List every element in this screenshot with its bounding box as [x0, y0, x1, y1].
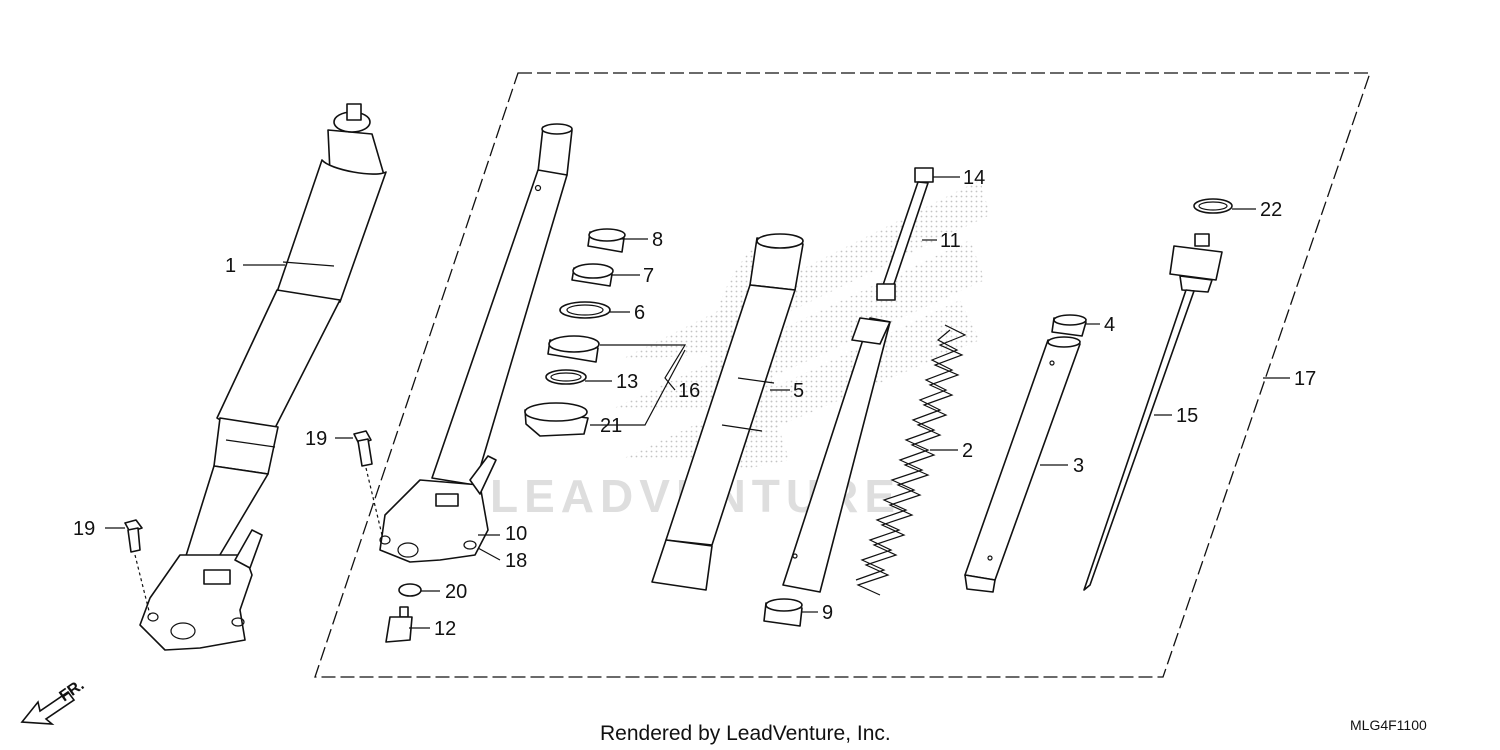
- part-bushing-9: [763, 598, 803, 627]
- callout-10: 10: [505, 523, 527, 545]
- callout-21: 21: [600, 415, 622, 437]
- part-washer-20: [398, 583, 422, 597]
- callout-8: 8: [652, 229, 663, 251]
- callout-7: 7: [643, 265, 654, 287]
- part-outer-tube: [379, 123, 573, 563]
- callout-17: 17: [1294, 368, 1316, 390]
- callout-22: 22: [1260, 199, 1282, 221]
- part-nut-14: [914, 167, 934, 183]
- part-drain-bolt-12: [385, 606, 413, 643]
- callout-19-right: 19: [305, 428, 327, 450]
- wing-emblem-watermark: [610, 180, 990, 470]
- diagram-code: MLG4F1100: [1350, 717, 1427, 733]
- callout-12: 12: [434, 618, 456, 640]
- part-bolt-19-right: [353, 430, 373, 467]
- callout-13: 13: [616, 371, 638, 393]
- callout-6: 6: [634, 302, 645, 324]
- callout-16: 16: [678, 380, 700, 402]
- callout-5: 5: [793, 380, 804, 402]
- callout-1: 1: [225, 255, 236, 277]
- part-bushing-7: [571, 263, 614, 287]
- part-collar-4: [1051, 314, 1087, 337]
- part-washer-6: [559, 301, 611, 319]
- part-bushing-8: [587, 228, 626, 253]
- part-spring-2: [855, 324, 967, 596]
- callout-2: 2: [962, 440, 973, 462]
- callout-9: 9: [822, 602, 833, 624]
- part-spacer-3: [964, 336, 1081, 593]
- callout-18: 18: [505, 550, 527, 572]
- part-oil-seal-16: [547, 335, 600, 363]
- part-dust-seal-21: [524, 402, 589, 437]
- part-cartridge: [782, 317, 891, 593]
- callout-4: 4: [1104, 314, 1115, 336]
- part-bolt-19-left: [124, 519, 143, 553]
- callout-3: 3: [1073, 455, 1084, 477]
- front-direction-arrow-icon: [20, 690, 76, 725]
- credit-text: Rendered by LeadVenture, Inc.: [600, 722, 891, 745]
- part-slider-5: [651, 233, 804, 591]
- callout-15: 15: [1176, 405, 1198, 427]
- callout-leaders: [105, 176, 1290, 629]
- part-fork-bolt-15: [1083, 233, 1223, 591]
- callout-20: 20: [445, 581, 467, 603]
- part-fork-assembly: [139, 103, 387, 651]
- callout-19-left: 19: [73, 518, 95, 540]
- callout-14: 14: [963, 167, 985, 189]
- callout-11: 11: [940, 230, 961, 252]
- part-o-ring-22: [1193, 198, 1233, 214]
- part-rod-11: [876, 181, 929, 301]
- part-clip-13: [545, 369, 587, 385]
- assembly-group-outline: [314, 72, 1371, 678]
